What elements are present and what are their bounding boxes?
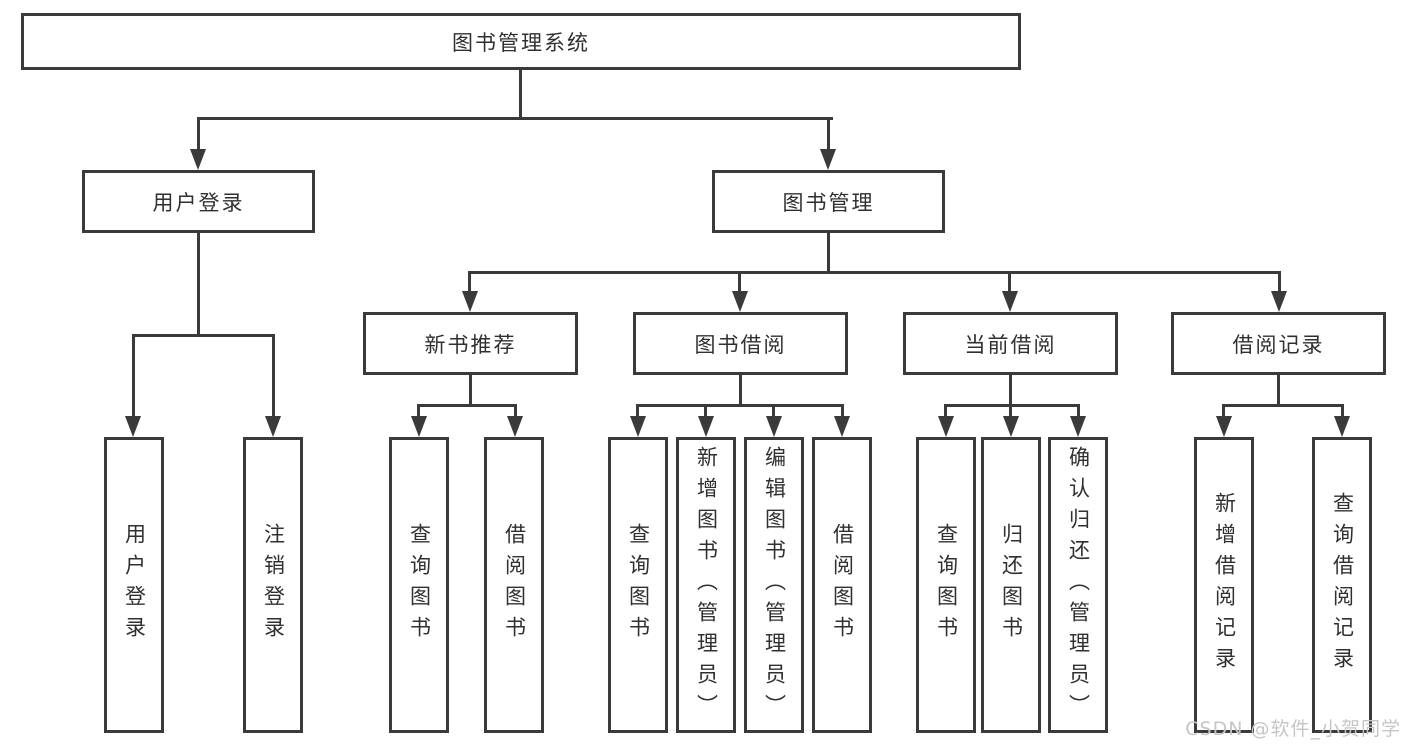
arrow-down-icon [507,416,523,437]
connector-vline [636,404,639,418]
leaf-add-books-admin: 新增图书（管理员） [676,437,736,733]
leaf-edit-books-admin-label: 编辑图书（管理员） [762,445,787,725]
connector-vline [197,117,200,153]
connector-vline [944,404,947,418]
arrow-down-icon [462,291,478,312]
connector-vline [1222,404,1225,418]
node-new-book-recommend: 新书推荐 [363,312,578,375]
leaf-add-borrow-record-label: 新增借阅记录 [1212,492,1237,678]
arrow-down-icon [411,416,427,437]
leaf-add-books-admin-label: 新增图书（管理员） [694,445,719,725]
connector-vline [739,375,742,406]
connector-vline [1008,271,1011,293]
arrow-down-icon [265,416,281,437]
connector-vline [469,375,472,406]
node-book-borrow: 图书借阅 [633,312,848,375]
connector-vline [1009,404,1012,418]
arrow-down-icon [1003,416,1019,437]
arrow-down-icon [1070,416,1086,437]
arrow-down-icon [630,416,646,437]
leaf-user-login-label: 用户登录 [122,523,147,647]
connector-vline [514,404,517,418]
connector-hline [197,117,833,120]
leaf-borrow-books-2: 借阅图书 [812,437,872,733]
leaf-borrow-books-1: 借阅图书 [484,437,544,733]
connector-hline [468,271,1281,274]
leaf-add-borrow-record: 新增借阅记录 [1194,437,1254,733]
connector-hline [417,404,517,407]
connector-vline [272,334,275,418]
node-user-login: 用户登录 [82,170,315,233]
connector-vline [468,271,471,293]
leaf-borrow-books-1-label: 借阅图书 [502,523,527,647]
arrow-down-icon [1216,416,1232,437]
connector-vline [132,334,135,418]
leaf-borrow-books-2-label: 借阅图书 [830,523,855,647]
leaf-confirm-return-admin: 确认归还（管理员） [1048,437,1108,733]
leaf-query-books-2-label: 查询图书 [626,523,651,647]
connector-vline [738,271,741,293]
connector-vline [1009,375,1012,406]
watermark: CSDN @软件_小贺同学 [1185,718,1401,740]
connector-vline [827,233,830,274]
leaf-query-books-1-label: 查询图书 [407,523,432,647]
connector-vline [841,404,844,418]
node-book-borrow-label: 图书借阅 [694,332,787,357]
connector-vline [197,233,200,337]
arrow-down-icon [820,149,836,170]
node-current-borrow: 当前借阅 [903,312,1118,375]
arrow-down-icon [766,416,782,437]
leaf-query-books-3: 查询图书 [916,437,976,733]
connector-vline [1277,375,1280,406]
node-current-borrow-label: 当前借阅 [964,332,1057,357]
arrow-down-icon [1002,291,1018,312]
arrow-down-icon [732,291,748,312]
arrow-down-icon [834,416,850,437]
leaf-query-books-3-label: 查询图书 [934,523,959,647]
node-borrow-records-label: 借阅记录 [1232,332,1325,357]
connector-vline [417,404,420,418]
arrow-down-icon [938,416,954,437]
arrow-down-icon [1334,416,1350,437]
leaf-user-login: 用户登录 [104,437,164,733]
arrow-down-icon [698,416,714,437]
node-new-book-recommend-label: 新书推荐 [424,332,517,357]
connector-hline [636,404,844,407]
node-root: 图书管理系统 [21,13,1021,70]
leaf-query-borrow-record-label: 查询借阅记录 [1330,492,1355,678]
node-root-label: 图书管理系统 [452,30,590,55]
leaf-logout: 注销登录 [243,437,303,733]
connector-vline [1077,404,1080,418]
arrow-down-icon [1271,291,1287,312]
connector-vline [1278,271,1281,293]
connector-hline [944,404,1080,407]
connector-hline [132,334,275,337]
node-book-management-label: 图书管理 [782,190,875,215]
arrow-down-icon [190,149,206,170]
connector-vline [772,404,775,418]
leaf-query-borrow-record: 查询借阅记录 [1312,437,1372,733]
connector-vline [704,404,707,418]
connector-hline [1222,404,1344,407]
node-user-login-label: 用户登录 [152,190,245,215]
node-book-management: 图书管理 [712,170,945,233]
leaf-return-books-label: 归还图书 [999,523,1024,647]
leaf-query-books-1: 查询图书 [389,437,449,733]
leaf-query-books-2: 查询图书 [608,437,668,733]
connector-vline [519,70,522,120]
node-borrow-records: 借阅记录 [1171,312,1386,375]
connector-vline [827,117,830,153]
leaf-return-books: 归还图书 [981,437,1041,733]
connector-vline [1341,404,1344,418]
leaf-logout-label: 注销登录 [261,523,286,647]
arrow-down-icon [125,416,141,437]
leaf-edit-books-admin: 编辑图书（管理员） [744,437,804,733]
leaf-confirm-return-admin-label: 确认归还（管理员） [1066,445,1091,725]
